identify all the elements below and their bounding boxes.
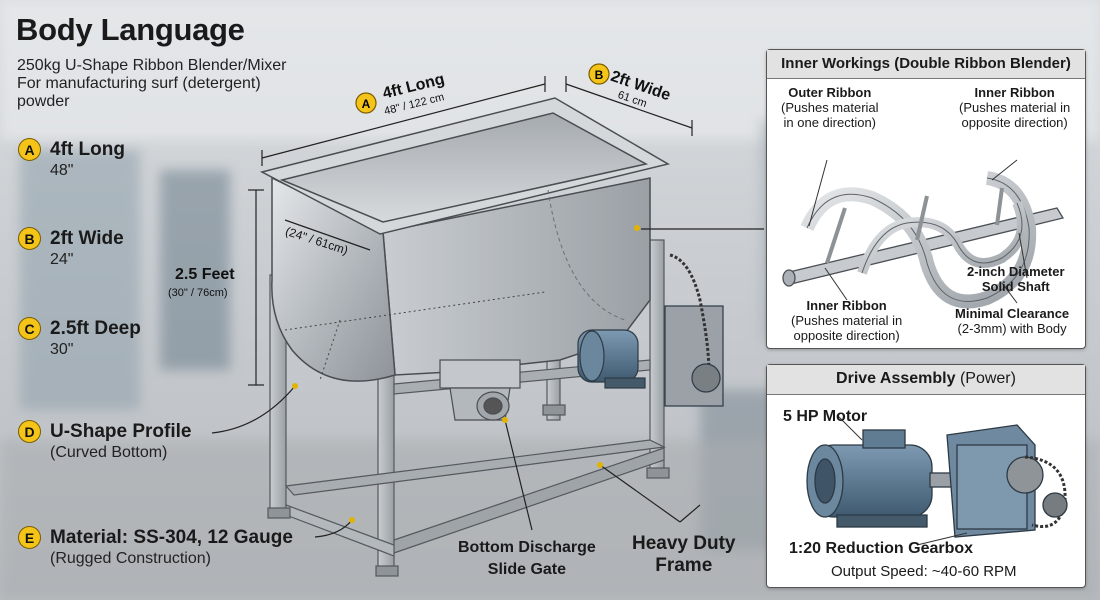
ribbon-desc: opposite direction) — [793, 328, 900, 343]
spec-badge: B — [18, 227, 41, 250]
svg-text:B: B — [595, 68, 604, 82]
spec-badge: C — [18, 317, 41, 340]
dimension-badge-b: B — [588, 63, 610, 85]
ribbon-desc: (Pushes material in — [959, 100, 1071, 115]
ribbon-desc: (Pushes material — [781, 100, 879, 115]
spec-value: 48" — [50, 162, 74, 179]
speed-label: Output Speed: ~40-60 RPM — [831, 563, 1017, 580]
svg-text:A: A — [362, 97, 371, 111]
spec-label: Material: SS-304, 12 Gauge — [50, 526, 293, 548]
spec-badge: A — [18, 138, 41, 161]
spec-badge: E — [18, 526, 41, 549]
clearance-line: (2-3mm) with Body — [957, 321, 1067, 336]
callout-line: Slide Gate — [487, 561, 567, 578]
inner-ribbon-bottom-label: Inner Ribbon (Pushes material in opposit… — [791, 298, 902, 343]
mounted-motor — [577, 253, 724, 407]
ribbon-desc: (Pushes material in — [791, 313, 903, 328]
callout-line: Bottom Discharge — [458, 539, 596, 556]
ribbon-name: Outer Ribbon — [788, 85, 872, 100]
drive-title-normal: (Power) — [959, 370, 1016, 387]
ribbon-desc: in one direction) — [783, 115, 877, 130]
spec-label: 4ft Long — [50, 138, 125, 160]
dimension-lines — [248, 76, 693, 386]
clearance-line: Minimal Clearance — [955, 306, 1070, 321]
leader-dots — [292, 383, 603, 523]
depth-dimension-sub: (30" / 76cm) — [168, 287, 228, 299]
spec-material: E Material: SS-304, 12 Gauge (Rugged Cons… — [18, 526, 293, 568]
drive-title-bold: Drive Assembly — [836, 370, 956, 387]
spec-label: 2ft Wide — [50, 227, 124, 249]
spec-profile: D U-Shape Profile (Curved Bottom) — [18, 420, 191, 462]
discharge-callout: Bottom Discharge Slide Gate — [458, 537, 596, 581]
spec-label: U-Shape Profile — [50, 420, 192, 442]
clearance-label: Minimal Clearance (2-3mm) with Body — [955, 306, 1069, 336]
drive-assembly-panel: Drive Assembly (Power) 5 HP Motor 1:20 R… — [766, 364, 1086, 588]
spec-value: 30" — [50, 341, 74, 358]
subtitle-line: For manufacturing surf (detergent) — [17, 75, 261, 92]
ribbon-name: Inner Ribbon — [806, 298, 887, 313]
shaft-label: 2-inch Diameter Solid Shaft — [967, 264, 1065, 294]
gearbox-label: 1:20 Reduction Gearbox — [789, 540, 974, 557]
drive-assembly-title: Drive Assembly (Power) — [767, 365, 1085, 395]
spec-value: (Rugged Construction) — [50, 550, 211, 567]
spec-value: 24" — [50, 251, 74, 268]
spec-badge: D — [18, 420, 41, 443]
subtitle-line: powder — [17, 93, 70, 110]
inner-workings-panel: Inner Workings (Double Ribbon Blender) O… — [766, 49, 1086, 349]
depth-dimension-label: 2.5 Feet — [175, 266, 235, 283]
sparkle-icon: ✦ — [1070, 569, 1086, 589]
leader-lines — [211, 228, 764, 538]
motor-label: 5 HP Motor — [783, 408, 868, 425]
callout-line: Heavy Duty — [632, 533, 736, 554]
spec-depth: C 2.5ft Deep 30" — [18, 317, 141, 359]
page-title: Body Language — [16, 12, 245, 47]
inner-ribbon-top-label: Inner Ribbon (Pushes material in opposit… — [959, 85, 1070, 130]
subtitle-line: 250kg U-Shape Ribbon Blender/Mixer — [17, 57, 287, 74]
spec-value: (Curved Bottom) — [50, 444, 168, 461]
shaft-line: Solid Shaft — [981, 279, 1050, 294]
spec-label: 2.5ft Deep — [50, 317, 141, 339]
inner-workings-title: Inner Workings (Double Ribbon Blender) — [767, 50, 1085, 79]
page-subtitle: 250kg U-Shape Ribbon Blender/Mixer For m… — [17, 57, 347, 111]
drive-assembly-illustration — [806, 414, 1068, 546]
spec-width: B 2ft Wide 24" — [18, 227, 124, 269]
ribbon-assembly-illustration — [782, 159, 1065, 309]
u-shape-trough — [259, 97, 670, 382]
outer-ribbon-label: Outer Ribbon (Pushes material in one dir… — [781, 85, 879, 130]
ribbon-desc: opposite direction) — [961, 115, 1068, 130]
ribbon-name: Inner Ribbon — [974, 85, 1055, 100]
callout-line: Frame — [655, 555, 713, 576]
frame-callout: Heavy Duty Frame — [632, 533, 736, 577]
spec-length: A 4ft Long 48" — [18, 138, 125, 180]
discharge-gate — [439, 359, 521, 421]
shaft-line: 2-inch Diameter — [967, 264, 1065, 279]
dimension-badge-a: A — [355, 92, 377, 114]
